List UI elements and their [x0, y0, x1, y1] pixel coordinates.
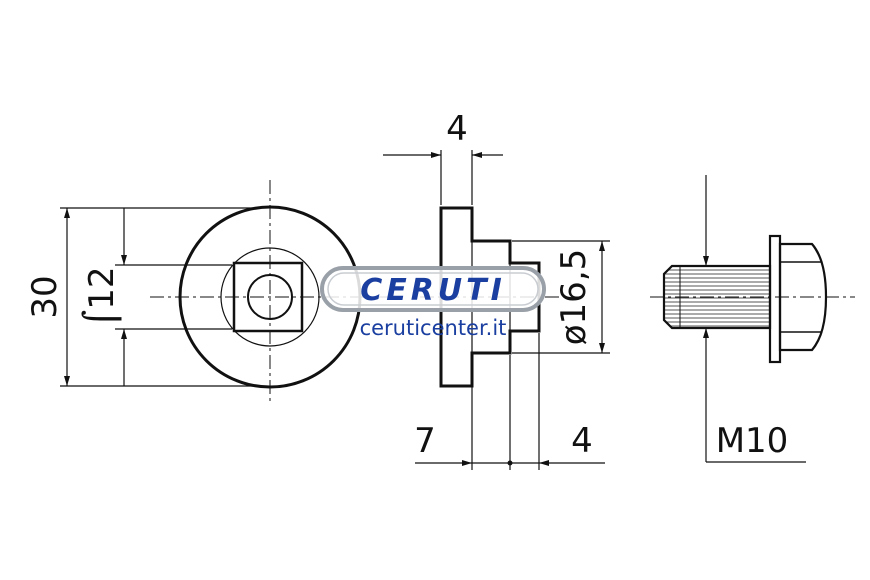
- dim-boss-length: 7: [414, 421, 436, 461]
- dim-plate-thickness: 4: [446, 109, 468, 149]
- square-hole: [232, 261, 304, 333]
- watermark-badge: [320, 266, 546, 312]
- dim-outer-diameter: 30: [25, 275, 65, 318]
- dim-square: ⌠12: [81, 267, 122, 328]
- washer-inner-circle: [220, 247, 320, 347]
- watermark-brand: CERUTI: [360, 273, 506, 308]
- hex-arc-bottom: [811, 331, 823, 351]
- bolt-view: M10: [650, 175, 855, 463]
- dim-thread: M10: [716, 421, 789, 461]
- center-hole: [247, 274, 293, 320]
- watermark: CERUTI ceruticenter.it: [320, 266, 546, 340]
- hex-arc-top: [811, 243, 823, 263]
- dim-dot: [507, 460, 513, 466]
- dim-nut-length: 4: [571, 421, 593, 461]
- watermark-badge-inner: [327, 272, 539, 306]
- dim-boss-diameter: ø16,5: [554, 249, 594, 346]
- watermark-url: ceruticenter.it: [360, 316, 507, 340]
- bolt-flange: [768, 234, 782, 364]
